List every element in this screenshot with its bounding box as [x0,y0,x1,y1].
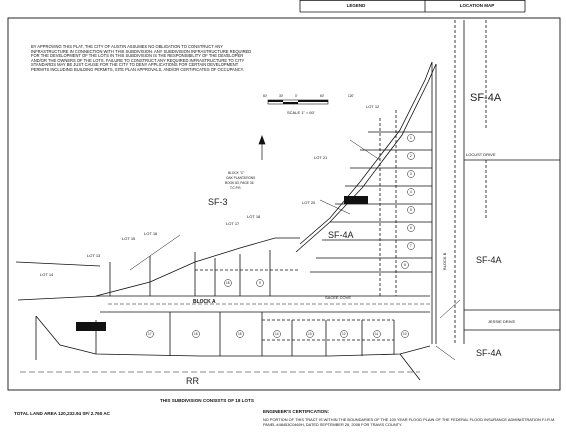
zone-rr: RR [186,376,199,386]
lot-number: 3 [410,172,412,176]
lot-number: 18 [226,281,230,285]
scale-bar: 60' 30' 0' 60' 120' SCALE 1" = 60' [263,94,354,115]
street-sacee-cove: SACEE COVE [325,295,351,300]
adjacent-lot-14: LOT 14 [40,272,54,277]
lot-number: 16 [194,332,198,336]
street-locust-drive: LOCUST DRIVE [466,152,496,157]
plat-border [7,17,561,391]
adjacent-lot-15: LOT 15 [122,236,136,241]
lot-number: 17 [148,332,152,336]
lot-number: 14 [275,332,279,336]
lot-number-circles [146,134,415,338]
zone-sf4a-top: SF-4A [470,92,502,104]
lot-number: 10 [403,332,407,336]
scale-tick-1: 30' [279,94,284,98]
engineer-heading: ENGINEER'S CERTIFICATION: [263,409,330,414]
legend-header: LEGEND [346,3,366,8]
adjacent-lot-18: LOT 18 [247,214,261,219]
scale-tick-0: 60' [263,94,268,98]
north-arrow-icon [258,135,266,160]
lot-number: 5 [410,208,412,212]
lot-number: 11 [375,332,379,336]
scale-tick-4: 120' [348,94,354,98]
lot-number: 15 [238,332,242,336]
zone-sf4a-right: SF-4A [476,255,502,265]
redaction-block [344,196,368,204]
scale-tick-3: 60' [320,94,325,98]
redaction-block [76,322,106,331]
adjacent-lot-12: LOT 12 [366,104,380,109]
block-b-label: BLOCK B [442,252,447,270]
lot-number: 4 [410,190,412,194]
scale-tick-2: 0' [295,94,298,98]
adjacent-lot-17: LOT 17 [226,221,240,226]
zone-sf3: SF-3 [208,197,228,207]
city-notice: BY APPROVING THIS PLAT, THE CITY OF AUST… [31,44,252,72]
adjacent-lot-20: LOT 20 [302,200,316,205]
lot-number: 6 [410,226,412,230]
lot-number: 2 [410,154,412,158]
adjacent-lot-16: LOT 16 [144,231,158,236]
subdivision-lot-count: THIS SUBDIVISION CONSISTS OF 18 LOTS [160,398,254,403]
lot-number: 8 [404,263,406,267]
lot-number: 12 [342,332,346,336]
lot-number: 7 [410,244,412,248]
lot-number: 9 [259,281,261,285]
lot-number-labels: 1 2 3 4 5 6 7 8 9 10 11 12 13 14 15 16 1… [148,136,412,336]
total-land-area: TOTAL LAND AREA 120,232.94 SF/ 2.760 AC [14,411,110,416]
header-frame [299,0,526,13]
boundaries [15,20,560,381]
adjacent-lot-21: LOT 21 [314,155,328,160]
lot-number: 1 [410,136,412,140]
location-map-header: LOCATION MAP [459,3,495,8]
plantation-line4: T.C.P.R. [230,186,242,190]
scale-label: SCALE 1" = 60' [287,110,315,115]
plantation-line1: BLOCK "C" [228,171,244,175]
adjacent-lot-13: LOT 13 [87,253,101,258]
block-a-label: BLOCK A [193,299,216,305]
engineer-text: NO PORTION OF THIS TRACT IS WITHIN THE B… [263,417,556,427]
plantation-line2: OAK PLANTATIONS [226,176,255,180]
street-jessie-drive: JESSIE DRIVE [488,319,515,324]
zone-sf4a-center: SF-4A [328,230,354,240]
plantation-line3: BOOK 83, PAGE 36 [225,181,254,185]
zone-sf4a-bottom: SF-4A [476,348,502,358]
lot-number: 13 [308,332,312,336]
